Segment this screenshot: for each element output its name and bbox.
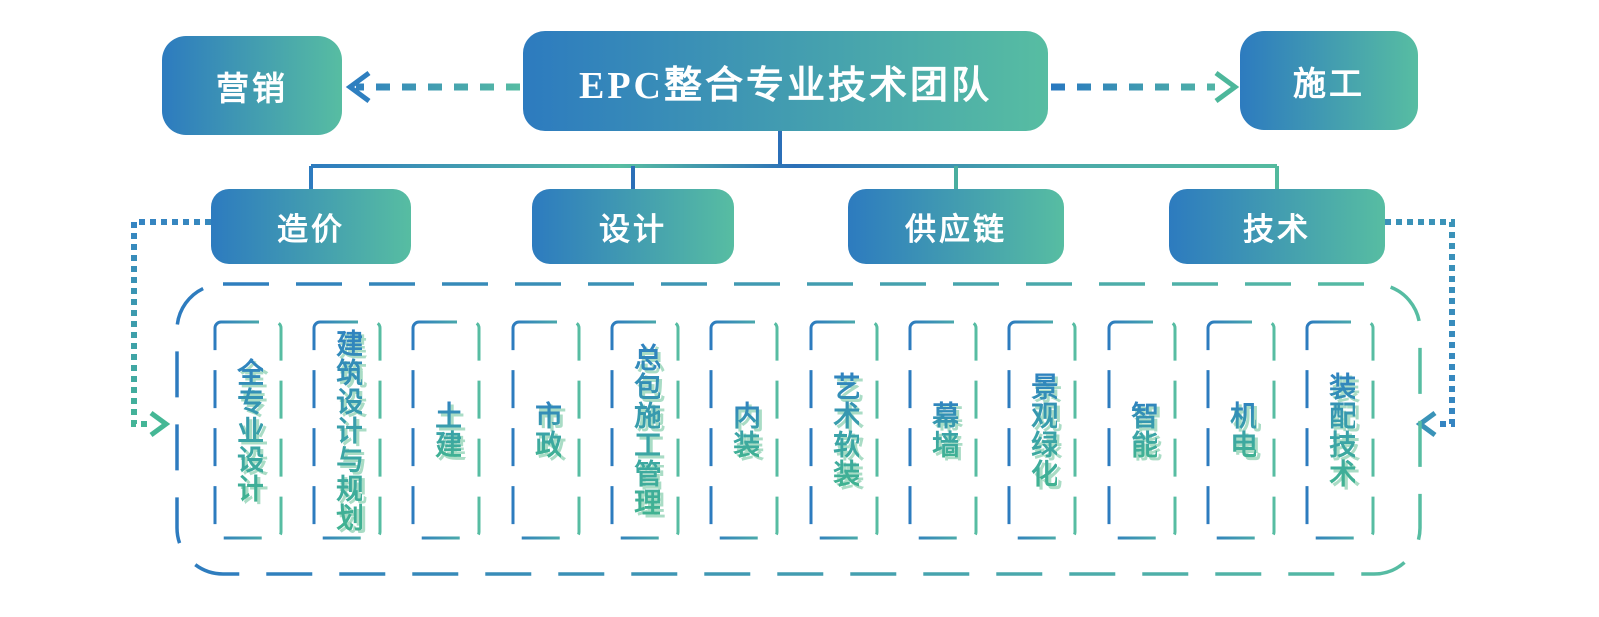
specialty-label: 景观绿化 xyxy=(1027,372,1059,488)
specialty-label-ghost: 全专业设计 xyxy=(236,361,267,506)
specialty-landscape-greening: 景观绿化 景观绿化 xyxy=(1002,322,1082,538)
specialty-label-ghost: 市政 xyxy=(534,404,565,462)
node-branch-cost: 造价 xyxy=(211,189,411,264)
specialty-interior-fitout: 内装 内装 xyxy=(704,322,784,538)
branch-cost-label: 造价 xyxy=(277,212,345,247)
node-marketing-label: 营销 xyxy=(216,71,288,108)
node-marketing: 营销 xyxy=(162,36,342,135)
specialty-box-outline-3 xyxy=(411,320,481,540)
specialty-label: 总包施工管理 xyxy=(630,343,662,517)
specialty-architectural-design-planning: 建筑设计与规划 建筑设计与规划 xyxy=(307,322,387,538)
specialty-label-ghost: 艺术软装 xyxy=(832,375,863,491)
node-branch-design: 设计 xyxy=(532,189,734,264)
specialty-label: 全专业设计 xyxy=(233,357,265,503)
specialty-label-ghost: 土建 xyxy=(434,404,465,462)
specialty-label-ghost: 建筑设计与规划 xyxy=(335,332,366,535)
specialty-full-discipline-design: 全专业设计 全专业设计 xyxy=(208,322,288,538)
specialty-box-outline-5 xyxy=(610,320,680,540)
specialty-label-ghost: 机电 xyxy=(1229,404,1260,462)
specialty-box-outline-1 xyxy=(213,320,283,540)
specialty-box-outline-12 xyxy=(1305,320,1375,540)
specialty-box-outline-7 xyxy=(809,320,879,540)
dotted-path-left xyxy=(131,219,211,427)
specialty-curtain-wall: 幕墙 幕墙 xyxy=(903,322,983,538)
specialty-box-outline-4 xyxy=(511,320,581,540)
specialty-box-outline-6 xyxy=(709,320,779,540)
dotted-arrowhead-left-icon xyxy=(149,410,171,438)
branch-supplychain-label: 供应链 xyxy=(905,212,1007,247)
specialty-label-ghost: 装配技术 xyxy=(1328,375,1359,491)
specialty-civil-works: 土建 土建 xyxy=(406,322,486,538)
specialty-mechanical-electrical: 机电 机电 xyxy=(1201,322,1281,538)
specialty-label: 内装 xyxy=(729,401,761,459)
branch-technology-label: 技术 xyxy=(1243,212,1311,247)
node-construction-label: 施工 xyxy=(1293,66,1365,103)
specialty-intelligent-systems: 智能 智能 xyxy=(1102,322,1182,538)
branch-design-label: 设计 xyxy=(599,212,667,247)
dotted-path-right xyxy=(1385,219,1455,427)
specialty-municipal: 市政 市政 xyxy=(506,322,586,538)
specialty-label-ghost: 总包施工管理 xyxy=(633,346,664,520)
node-epc-team-title: EPC整合专业技术团队 xyxy=(523,31,1048,131)
node-branch-supplychain: 供应链 xyxy=(848,189,1064,264)
arrowhead-right-icon xyxy=(1214,70,1240,104)
dotted-arrowhead-right-icon xyxy=(1415,410,1437,438)
specialty-assembly-technology: 装配技术 装配技术 xyxy=(1300,322,1380,538)
specialty-box-outline-9 xyxy=(1007,320,1077,540)
specialty-label: 幕墙 xyxy=(928,401,960,459)
specialty-box-outline-2 xyxy=(312,320,382,540)
specialties-pool-outline xyxy=(175,282,1422,576)
specialty-label-ghost: 幕墙 xyxy=(931,404,962,462)
specialty-label-ghost: 内装 xyxy=(732,404,763,462)
diagram-title: EPC整合专业技术团队 xyxy=(578,64,992,107)
specialty-label: 土建 xyxy=(431,401,463,459)
specialty-label: 建筑设计与规划 xyxy=(332,328,364,532)
node-branch-technology: 技术 xyxy=(1169,189,1385,264)
specialty-label: 机电 xyxy=(1226,401,1258,459)
specialty-label: 艺术软装 xyxy=(829,372,861,488)
arrowhead-left-icon xyxy=(345,70,371,104)
specialty-box-outline-8 xyxy=(908,320,978,540)
specialty-box-outline-10 xyxy=(1107,320,1177,540)
specialty-label: 装配技术 xyxy=(1325,372,1357,488)
specialty-box-outline-11 xyxy=(1206,320,1276,540)
node-construction: 施工 xyxy=(1240,31,1418,130)
specialty-label: 智能 xyxy=(1127,401,1159,459)
specialty-label-ghost: 智能 xyxy=(1130,404,1161,462)
specialty-general-contracting-management: 总包施工管理 总包施工管理 xyxy=(605,322,685,538)
specialty-label: 市政 xyxy=(531,401,563,459)
specialty-label-ghost: 景观绿化 xyxy=(1030,375,1061,491)
specialty-art-soft-decoration: 艺术软装 艺术软装 xyxy=(804,322,884,538)
